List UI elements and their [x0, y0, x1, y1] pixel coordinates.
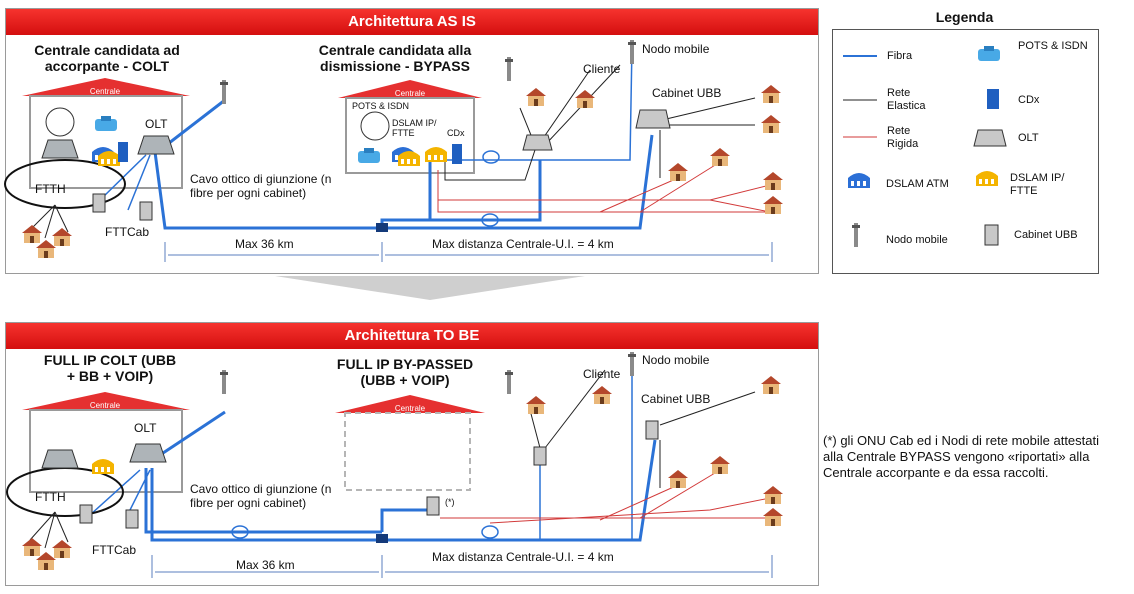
tobe-max36-label: Max 36 km — [236, 558, 295, 572]
legend-box — [832, 29, 1099, 274]
tobe-left-title: FULL IP COLT (UBB + BB + VOIP) — [43, 352, 177, 384]
tobe-maxdist-label: Max distanza Centrale-U.I. = 4 km — [432, 550, 614, 564]
tobe-panel: Architettura TO BE — [5, 322, 819, 586]
legend-rete-rigida: Rete Rigida — [887, 125, 919, 150]
asis-centrale-box-mid — [345, 97, 475, 174]
asis-centrale-box-left — [29, 95, 183, 189]
asis-maxdist-label: Max distanza Centrale-U.I. = 4 km — [432, 237, 614, 251]
asis-ftth-label: FTTH — [35, 182, 66, 196]
tobe-fttcab-label: FTTCab — [92, 543, 137, 557]
asis-centrale-roof-mid — [338, 80, 482, 98]
asis-mid-title: Centrale candidata alla dismissione - BY… — [318, 42, 472, 74]
transition-arrow — [275, 276, 585, 300]
asis-cdx-label: CDx — [447, 128, 465, 138]
legend-cdx: CDx — [1018, 94, 1040, 106]
tobe-cliente-label: Cliente — [583, 367, 621, 381]
asis-centrale-roof-left — [22, 78, 190, 96]
asis-cliente-label: Cliente — [583, 62, 621, 76]
legend-fibra: Fibra — [887, 50, 913, 62]
asis-left-title: Centrale candidata ad accorpante - COLT — [34, 42, 180, 74]
asis-rete-rigida — [437, 161, 771, 213]
legend-dslam-ip: DSLAM IP/ FTTE — [1010, 172, 1065, 197]
asis-nodo-label: Nodo mobile — [642, 42, 710, 56]
legend-dslam-atm: DSLAM ATM — [886, 178, 949, 190]
legend-icons — [843, 46, 1007, 247]
legend-rete-elastica: Rete Elastica — [887, 87, 926, 112]
asis-centrale-label-mid: Centrale — [394, 89, 426, 98]
tobe-mid-title: FULL IP BY-PASSED (UBB + VOIP) — [336, 356, 474, 388]
legend-cabinet: Cabinet UBB — [1014, 229, 1078, 241]
tobe-nodo-label: Nodo mobile — [642, 353, 710, 367]
tobe-centrale-label-mid: Centrale — [394, 404, 426, 413]
legend-title: Legenda — [935, 9, 994, 25]
asis-panel: Architettura AS IS — [5, 8, 819, 274]
legend-nodo: Nodo mobile — [886, 234, 948, 246]
asis-pots-label: POTS & ISDN — [352, 101, 410, 111]
asis-centrale-label-left: Centrale — [89, 87, 121, 96]
asis-cavo-label: Cavo ottico di giunzione (n fibre per og… — [190, 172, 332, 200]
tobe-cavo-label: Cavo ottico di giunzione (n fibre per og… — [190, 482, 332, 510]
tobe-olt-label: OLT — [134, 421, 157, 435]
tobe-centrale-label-left: Centrale — [89, 401, 121, 410]
asis-dslam-label: DSLAM IP/ FTTE — [392, 118, 437, 138]
asis-fttcab-label: FTTCab — [105, 225, 150, 239]
asis-olt-label: OLT — [145, 117, 168, 131]
tobe-cabinet-label: Cabinet UBB — [641, 392, 711, 406]
asis-banner: Architettura AS IS — [6, 9, 818, 35]
legend-pots: POTS & ISDN — [1018, 40, 1088, 52]
tobe-ftth-label: FTTH — [35, 490, 66, 504]
asis-cabinet-label: Cabinet UBB — [652, 86, 722, 100]
tobe-asterisk-label: (*) — [445, 497, 455, 507]
tobe-banner: Architettura TO BE — [6, 323, 818, 349]
footnote: (*) gli ONU Cab ed i Nodi di rete mobile… — [823, 433, 1100, 480]
asis-max36-label: Max 36 km — [235, 237, 294, 251]
legend-olt: OLT — [1018, 132, 1039, 144]
